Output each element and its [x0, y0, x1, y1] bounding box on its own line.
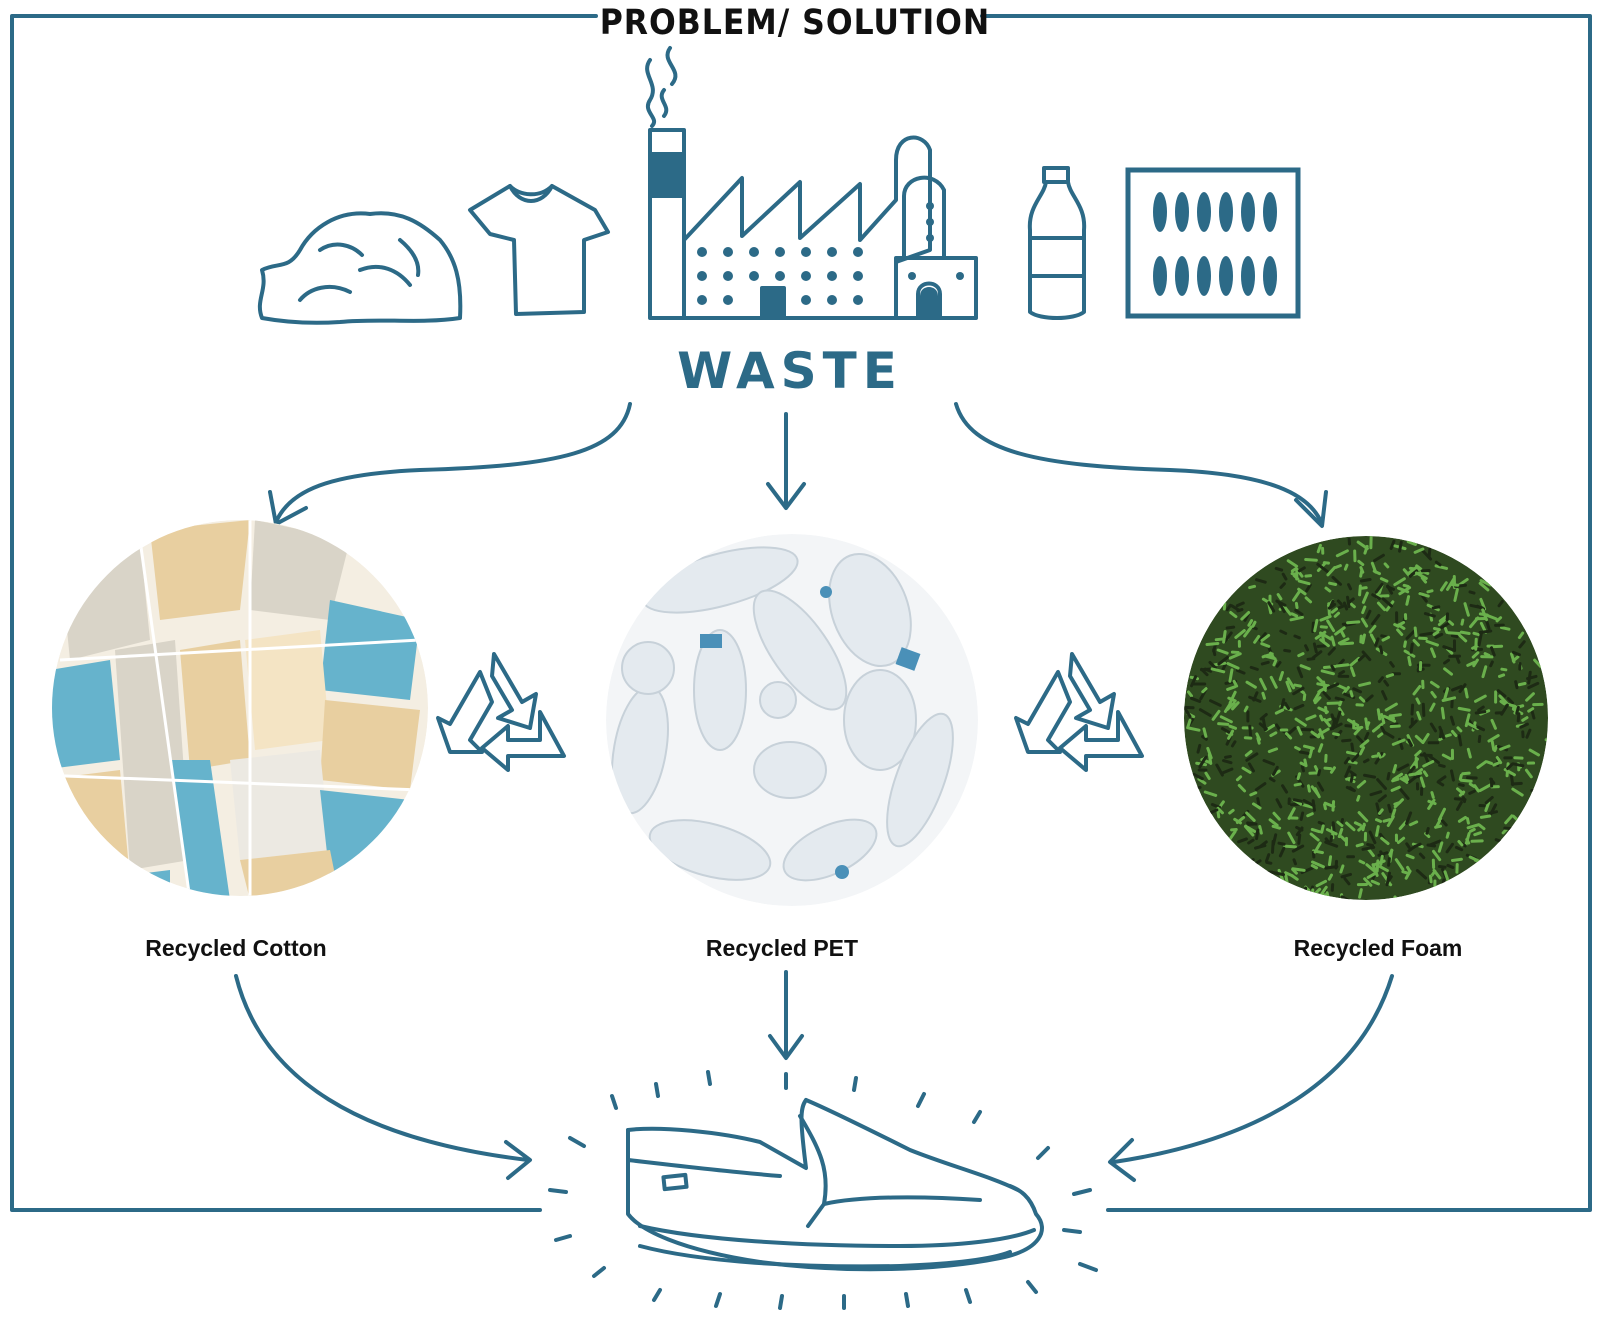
factory-icon — [645, 46, 978, 320]
recycle-icon-left — [436, 652, 566, 772]
shoe-shine-rays — [548, 1070, 1098, 1310]
waste-to-materials-arrows — [268, 402, 1328, 528]
materials-to-shoe-arrows — [234, 970, 1394, 1182]
waste-label: WASTE — [677, 342, 903, 400]
recycled-foam-label: Recycled Foam — [1294, 935, 1463, 961]
cotton-scraps-circle — [52, 520, 428, 896]
arrow-foam-to-shoe-head — [1108, 1138, 1136, 1182]
recycle-icon-right — [1014, 652, 1144, 772]
plastic-bottle-icon — [1027, 166, 1087, 320]
arrow-foam-to-shoe — [1112, 974, 1394, 1164]
diagram-title: PROBLEM/ SOLUTION — [600, 3, 991, 43]
plastic-bottles-circle — [606, 534, 978, 906]
green-foam-crumbs-circle — [1184, 536, 1548, 900]
arrow-cotton-to-shoe — [234, 974, 530, 1162]
trash-pile-icon — [257, 211, 463, 325]
arrow-to-cotton — [274, 402, 632, 524]
arrow-to-pet-head — [766, 482, 806, 510]
tshirt-icon — [468, 184, 610, 316]
arrow-to-foam — [954, 402, 1324, 526]
shoe-icon — [626, 1098, 1044, 1272]
arrow-pet-to-shoe-head — [768, 1034, 804, 1060]
arrow-to-foam-head — [1294, 490, 1328, 528]
shoe-soles-tray-icon — [1125, 167, 1301, 319]
recycled-pet-label: Recycled PET — [706, 935, 858, 961]
arrow-cotton-to-shoe-head — [504, 1140, 532, 1180]
recycled-cotton-label: Recycled Cotton — [145, 935, 326, 961]
outer-frame — [10, 14, 1592, 1212]
